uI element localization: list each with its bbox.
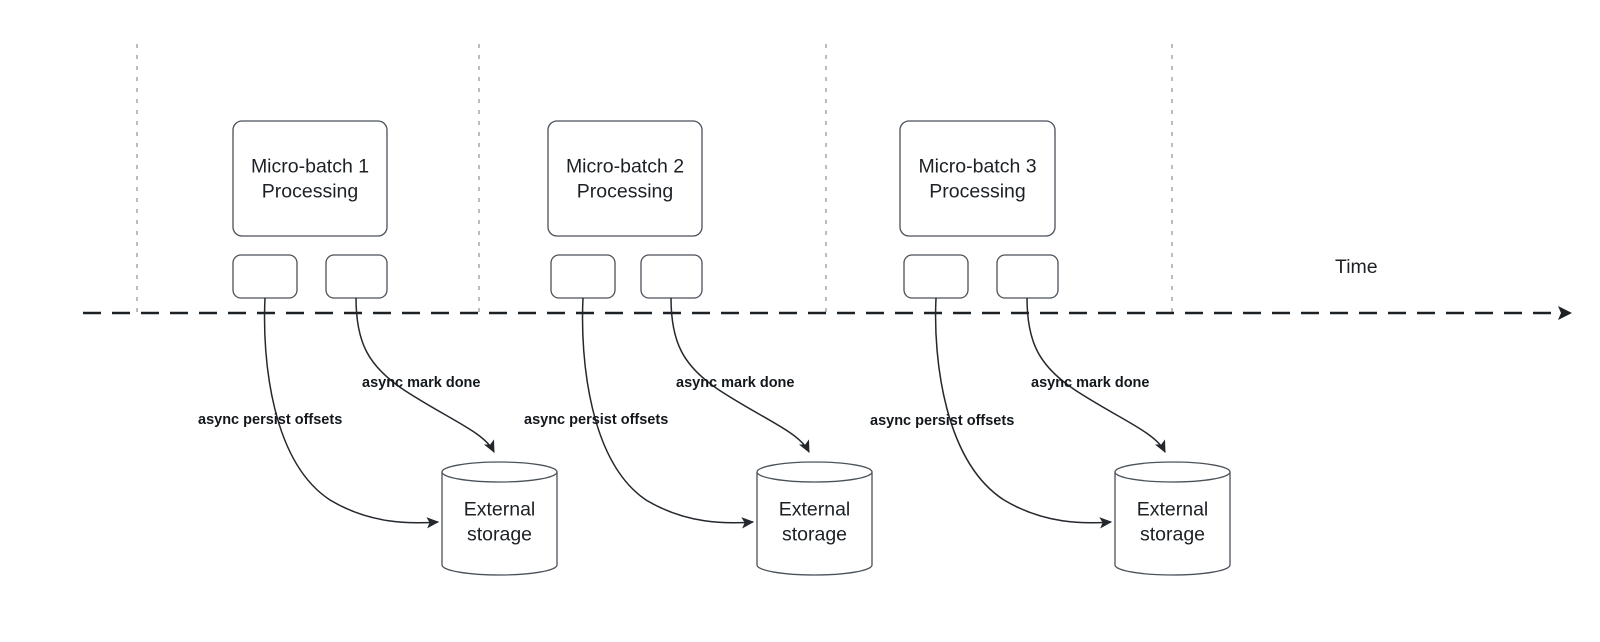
time-axis-label: Time — [1335, 256, 1378, 278]
async-mark-done-label: async mark done — [362, 375, 480, 391]
external-storage-cylinder-body — [441, 472, 558, 576]
async-persist-offsets-label: async persist offsets — [524, 412, 668, 428]
async-persist-offsets-curve — [934, 297, 1113, 529]
mark-done-task-box[interactable] — [325, 254, 388, 299]
async-mark-done-label: async mark done — [676, 375, 794, 391]
mark-done-task-box[interactable] — [996, 254, 1059, 299]
async-mark-done-curve — [1026, 297, 1166, 454]
async-persist-offsets-label: async persist offsets — [870, 413, 1014, 429]
async-persist-offsets-curve — [581, 297, 755, 529]
micro-batch-box[interactable] — [899, 120, 1056, 237]
external-storage-cylinder-body — [756, 472, 873, 576]
async-mark-done-curve — [670, 297, 810, 454]
persist-offsets-task-box[interactable] — [903, 254, 969, 299]
micro-batch-box[interactable] — [232, 120, 388, 237]
async-persist-offsets-label: async persist offsets — [198, 412, 342, 428]
persist-offsets-task-box[interactable] — [550, 254, 616, 299]
timeline-axis — [83, 306, 1572, 320]
async-persist-offsets-curve — [263, 297, 440, 529]
async-mark-done-curve — [355, 297, 495, 454]
micro-batch-box[interactable] — [547, 120, 703, 237]
external-storage-cylinder-body — [1114, 472, 1231, 576]
external-storage-cylinder-top[interactable] — [441, 461, 558, 483]
tick-line-group — [136, 44, 1173, 313]
async-mark-done-label: async mark done — [1031, 375, 1149, 391]
external-storage-cylinder-top[interactable] — [756, 461, 873, 483]
timeline-arrowhead — [1558, 306, 1572, 320]
external-storage-cylinder-top[interactable] — [1114, 461, 1231, 483]
persist-offsets-task-box[interactable] — [232, 254, 298, 299]
mark-done-task-box[interactable] — [640, 254, 703, 299]
